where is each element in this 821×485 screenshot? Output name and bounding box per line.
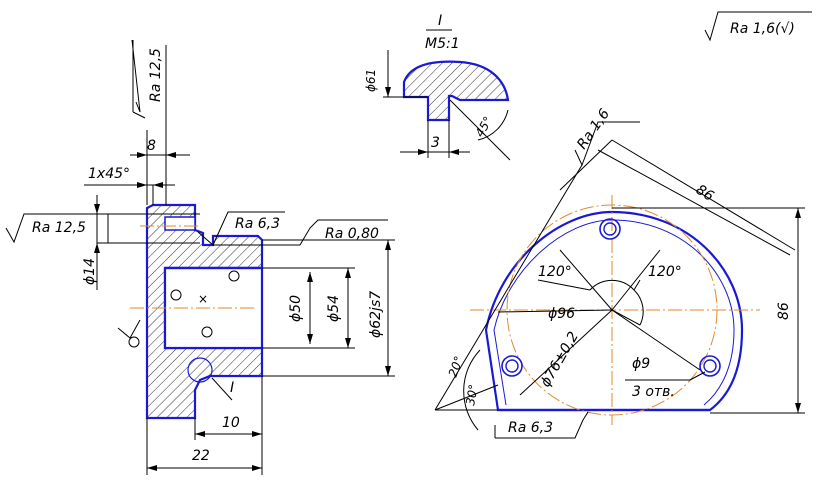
dim8-label: 8 <box>147 138 156 154</box>
d76-label: ϕ76±0,2 <box>538 329 582 390</box>
detail-45-label: 45° <box>472 114 495 139</box>
detail-scale-label: M5:1 <box>425 36 460 52</box>
general-roughness-symbol: Ra 1,6(√) <box>704 11 812 42</box>
ra080-label: Ra 0,80 <box>325 226 379 242</box>
detail-profile <box>402 60 510 122</box>
dim22-label: 22 <box>192 448 210 464</box>
d62-label: ϕ62js7 <box>368 291 384 338</box>
d50-label: ϕ50 <box>288 295 304 322</box>
detail-mark-label: I <box>230 380 234 396</box>
angle-120b-label: 120° <box>648 264 682 280</box>
ra63-top-label: Ra 6,3 <box>235 216 280 232</box>
detail-d61-label: ϕ61 <box>364 69 378 92</box>
angle-120a-label: 120° <box>538 264 572 280</box>
center-mark: × <box>198 292 208 306</box>
detail-dim3-label: 3 <box>431 135 440 151</box>
dim86a-label: 86 <box>693 182 717 205</box>
ra16-label: Ra 1,6 <box>574 106 613 152</box>
section-view: × Ra 12,5 8 1x45° Ra 12,5 ϕ14 <box>5 39 395 475</box>
d54-label: ϕ54 <box>326 295 342 322</box>
d9-label: ϕ9 <box>632 356 650 372</box>
holes-label: 3 отв. <box>632 384 675 400</box>
angle-30-label: 30° <box>463 383 480 406</box>
angle-20-label: 20° <box>446 354 466 379</box>
d96-label: ϕ96 <box>548 306 575 322</box>
ra125-left-label: Ra 12,5 <box>32 220 86 236</box>
front-view: 120° 120° ϕ96 ϕ76±0,2 ϕ9 3 отв. 86 Ra 1,… <box>434 106 805 439</box>
d14-label: ϕ14 <box>82 258 98 285</box>
dim10-label: 10 <box>222 415 240 431</box>
general-roughness-label: Ra 1,6(√) <box>730 21 795 37</box>
chamfer-label: 1x45° <box>88 166 130 182</box>
dim86b-label: 86 <box>776 302 792 320</box>
detail-view-I: I M5:1 ϕ61 3 45° <box>364 13 511 161</box>
ra63-bottom-label: Ra 6,3 <box>508 420 553 436</box>
ra125-top-label: Ra 12,5 <box>148 48 164 102</box>
detail-id-label: I <box>438 13 442 29</box>
flange-outline <box>484 210 744 412</box>
